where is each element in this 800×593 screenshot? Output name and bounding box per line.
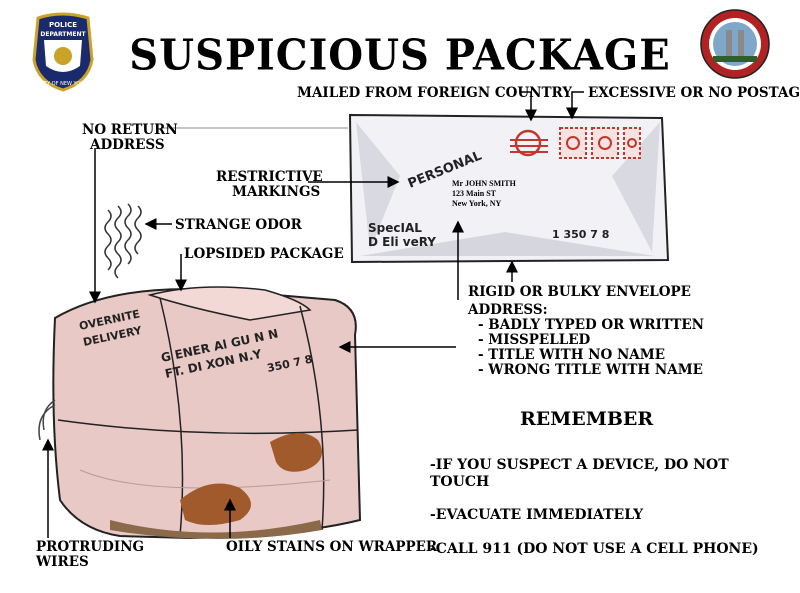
odor-lines-icon [104,203,142,279]
label-oily-stains: OILY STAINS ON WRAPPER [226,539,438,555]
label-address-item-4: - WRONG TITLE WITH NAME [478,362,703,378]
envelope-zip: 1 350 7 8 [552,228,609,241]
remember-item-1b: TOUCH [430,474,490,490]
police-badge-top: POLICE [49,21,77,29]
label-protruding-2: WIRES [36,554,89,570]
envelope-addr-3: New York, NY [452,199,501,208]
nypd-patch-icon: POLICE DEPARTMENT CITY OF NEW YORK [32,12,94,92]
label-address-item-3: - TITLE WITH NO NAME [478,347,666,363]
protruding-wires-icon [38,399,56,441]
label-address-head: ADDRESS: [468,302,548,318]
label-restrictive-2: MARKINGS [232,184,321,200]
stamps-icon [559,127,641,159]
police-badge-ring: CITY OF NEW YORK [39,81,88,87]
label-address-item-1: - BADLY TYPED OR WRITTEN [478,317,705,333]
envelope-addr-1: Mr JOHN SMITH [452,179,517,188]
remember-heading: REMEMBER [520,408,654,430]
label-excessive-postage: EXCESSIVE OR NO POSTAGE [588,85,800,101]
envelope: PERSONAL Mr JOHN SMITH 123 Main ST New Y… [348,113,670,264]
remember-item-3: -CALL 911 (DO NOT USE A CELL PHONE) [430,541,759,557]
label-no-return-2: ADDRESS [90,137,165,153]
label-strange-odor: STRANGE ODOR [175,217,302,233]
label-address-item-2: - MISSPELLED [478,332,591,348]
nyc-counter-terrorism-seal-icon [700,9,770,79]
oily-stain-1 [270,432,322,472]
envelope-special-1: SpecIAL [368,221,422,235]
remember-item-2: -EVACUATE IMMEDIATELY [430,507,644,523]
remember-item-1: -IF YOU SUSPECT A DEVICE, DO NOT [430,457,729,473]
label-lopsided: LOPSIDED PACKAGE [184,246,344,262]
label-protruding-1: PROTRUDING [36,539,145,555]
label-rigid-envelope: RIGID OR BULKY ENVELOPE [468,284,691,300]
envelope-addr-2: 123 Main ST [452,189,497,198]
oily-stain-2 [180,483,251,525]
label-restrictive-1: RESTRICTIVE [216,169,323,185]
package: OVERNITE DELIVERY G ENER Al GU N N FT. D… [38,286,362,540]
page-title: SUSPICIOUS PACKAGE [129,30,671,81]
label-no-return-1: NO RETURN [82,122,178,138]
label-mailed-foreign: MAILED FROM FOREIGN COUNTRY [297,85,572,101]
envelope-special-2: D Eli veRY [368,235,436,249]
police-badge-mid: DEPARTMENT [40,31,86,38]
postmark-icon [510,129,548,157]
